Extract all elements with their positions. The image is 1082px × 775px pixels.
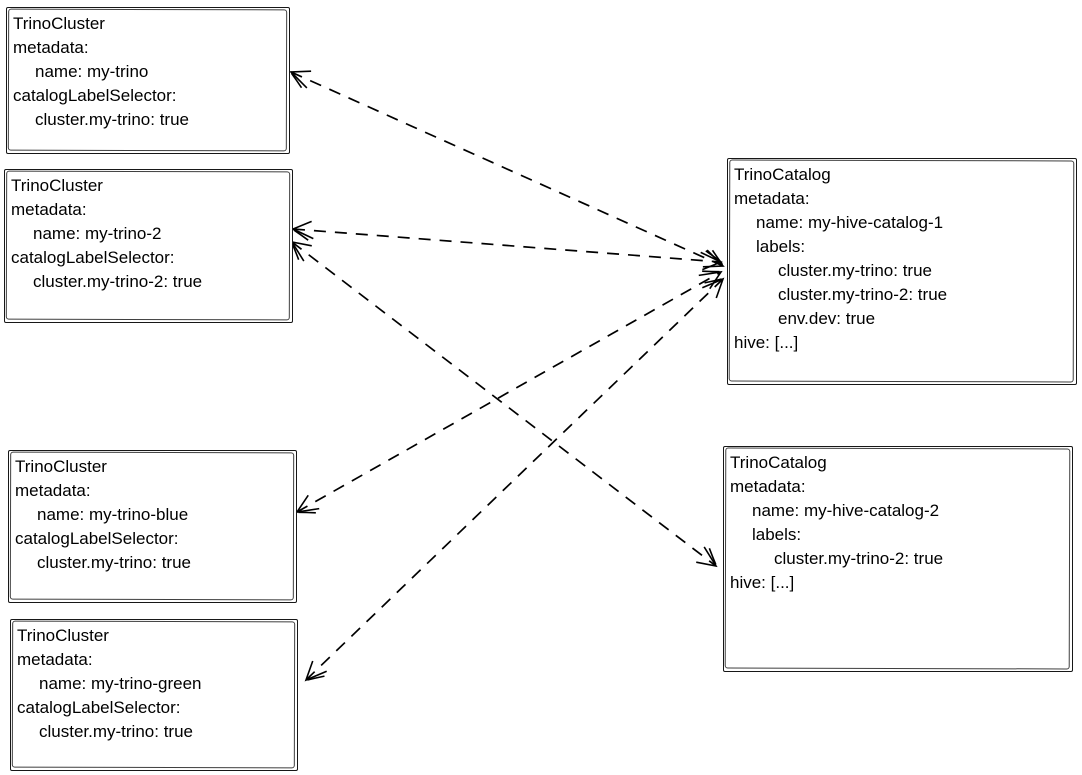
node-trino-cluster-my-trino-blue: TrinoCluster metadata: name: my-trino-blue… — [8, 450, 297, 603]
yaml-line: metadata: — [15, 481, 91, 500]
yaml-line: catalogLabelSelector: — [13, 86, 177, 105]
yaml-line: TrinoCluster — [15, 457, 107, 476]
yaml-line: metadata: — [734, 189, 810, 208]
yaml-line: labels: — [752, 525, 802, 544]
arrow-my_trino_2-to-my_hive_catalog_2 — [290, 240, 718, 568]
yaml-line: env.dev: true — [778, 309, 876, 328]
yaml-line: metadata: — [17, 650, 93, 669]
yaml-line: TrinoCluster — [13, 14, 105, 33]
arrow-my_trino_green-to-my_hive_catalog_1 — [304, 277, 725, 682]
arrow-my_trino_blue-to-my_hive_catalog_1 — [295, 270, 723, 514]
node-trino-cluster-my-trino-2: TrinoCluster metadata: name: my-trino-2 cat… — [4, 169, 293, 323]
node-trino-cluster-my-trino-green: TrinoCluster metadata: name: my-trino-gree… — [10, 619, 298, 771]
yaml-line: catalogLabelSelector: — [15, 529, 179, 548]
node-trino-cluster-my-trino: TrinoCluster metadata: name: my-trino catal… — [6, 7, 290, 154]
yaml-line: metadata: — [13, 38, 89, 57]
yaml-line: catalogLabelSelector: — [17, 698, 181, 717]
yaml-line: cluster.my-trino-2: true — [774, 549, 944, 568]
yaml-line: cluster.my-trino: true — [35, 110, 189, 129]
yaml-line: metadata: — [11, 200, 87, 219]
yaml-line: labels: — [756, 237, 806, 256]
node-trino-catalog-my-hive-catalog-1: TrinoCatalog metadata: name: my-hive-catal… — [727, 158, 1077, 385]
yaml-line: catalogLabelSelector: — [11, 248, 175, 267]
yaml-line: cluster.my-trino-2: true — [33, 272, 203, 291]
yaml-line: name: my-trino-2 — [33, 224, 162, 243]
arrow-my_trino-to-my_hive_catalog_1 — [289, 70, 725, 268]
yaml-line: TrinoCluster — [17, 626, 109, 645]
yaml-line: TrinoCatalog — [730, 453, 827, 472]
yaml-line: name: my-hive-catalog-2 — [752, 501, 940, 520]
arrow-my_trino_2-to-my_hive_catalog_1 — [291, 220, 723, 271]
yaml-line: TrinoCatalog — [734, 165, 831, 184]
yaml-line: hive: [...] — [734, 333, 799, 352]
yaml-line: metadata: — [730, 477, 806, 496]
yaml-line: name: my-hive-catalog-1 — [756, 213, 944, 232]
yaml-line: cluster.my-trino: true — [778, 261, 932, 280]
yaml-line: hive: [...] — [730, 573, 795, 592]
yaml-line: name: my-trino-blue — [37, 505, 189, 524]
yaml-line: TrinoCluster — [11, 176, 103, 195]
node-trino-catalog-my-hive-catalog-2: TrinoCatalog metadata: name: my-hive-catal… — [723, 446, 1073, 672]
yaml-line: cluster.my-trino-2: true — [778, 285, 948, 304]
yaml-line: name: my-trino-green — [39, 674, 202, 693]
yaml-line: name: my-trino — [35, 62, 149, 81]
yaml-line: cluster.my-trino: true — [37, 553, 191, 572]
yaml-line: cluster.my-trino: true — [39, 722, 193, 741]
